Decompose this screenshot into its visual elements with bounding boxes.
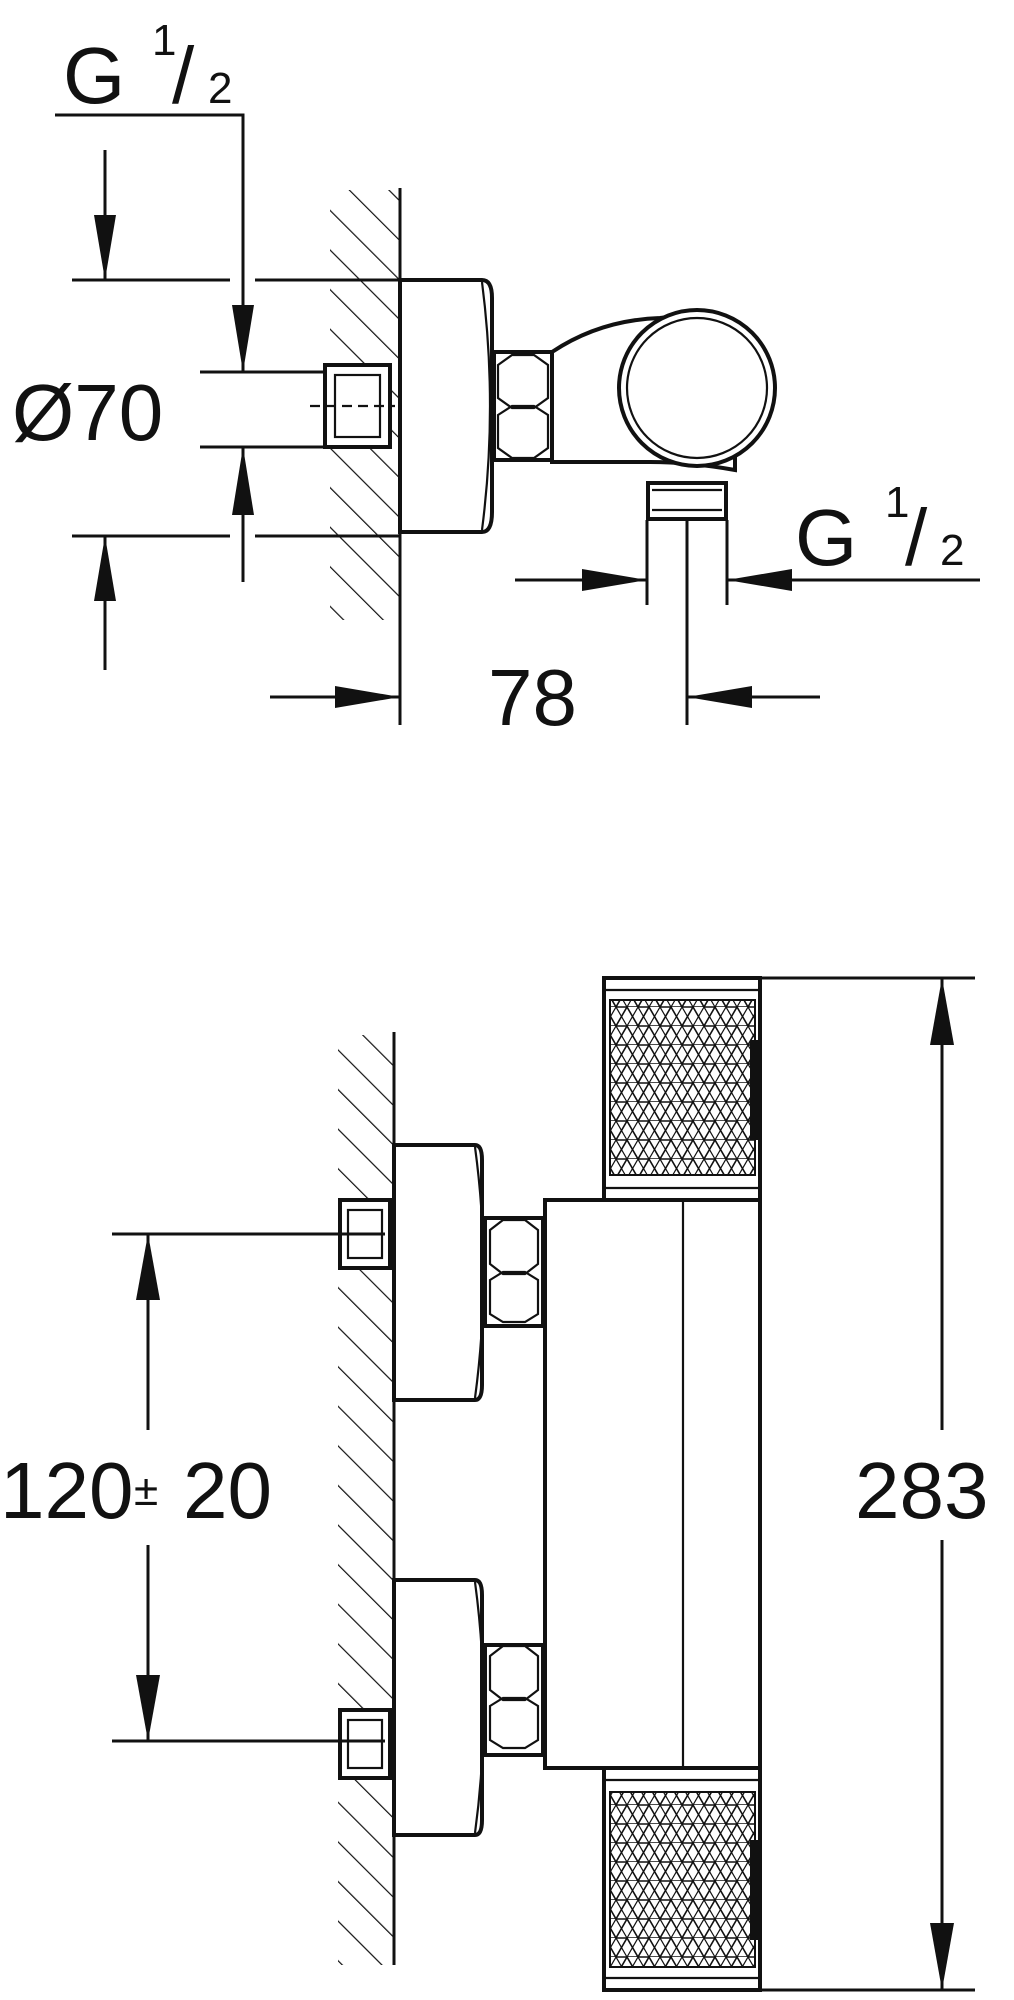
depth-label: 78: [488, 653, 577, 742]
front-view: 120 ± 20 283: [0, 976, 988, 1992]
spacing-tolerance-sign: ±: [134, 1466, 158, 1515]
thread-right-slash: /: [905, 493, 928, 582]
diameter-label: Ø70: [12, 368, 163, 457]
thermostat-body: [543, 1198, 762, 1770]
escutcheon-top: [398, 278, 494, 534]
thread-top-numerator: 1: [152, 16, 176, 65]
height-label: 283: [855, 1446, 988, 1535]
thread-right-denominator: 2: [940, 526, 964, 575]
top-view: G 1 / 2 Ø70 G 1 / 2 78: [12, 16, 980, 742]
escutcheon-upper: [392, 1143, 484, 1402]
outlet-top: [646, 481, 728, 521]
thread-top-label: G: [63, 31, 125, 120]
spacing-tolerance: 20: [183, 1446, 272, 1535]
wall-hatch-front: [338, 1035, 394, 1965]
thread-right-numerator: 1: [885, 478, 909, 527]
mixer-body-top: [617, 308, 777, 468]
thread-right-label: G: [795, 493, 857, 582]
thread-top-slash: /: [172, 31, 195, 120]
escutcheon-lower: [392, 1578, 484, 1837]
spacing-label: 120: [0, 1446, 133, 1535]
thread-top-denominator: 2: [208, 64, 232, 113]
